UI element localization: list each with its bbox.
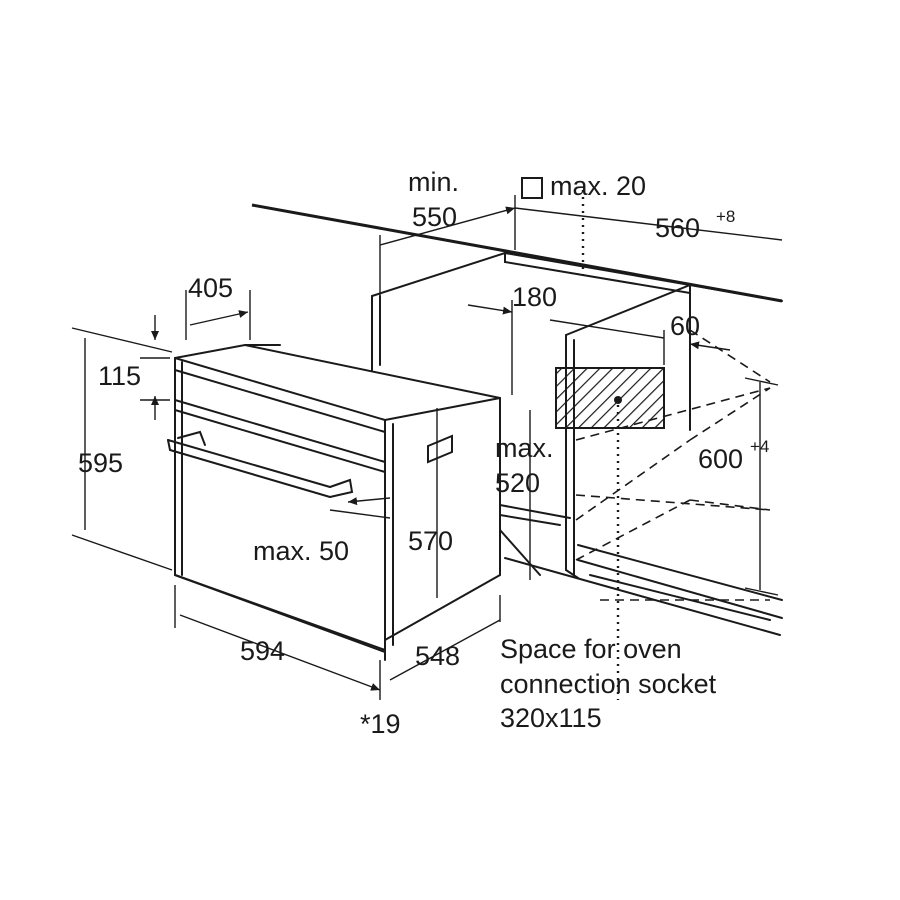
dimension-labels: min. 550 max. 20 560 +8 405 180 60 115 5… (78, 167, 769, 739)
label-115: 115 (98, 361, 141, 391)
socket-area (555, 190, 665, 700)
square-symbol (521, 177, 543, 199)
label-60: 60 (670, 311, 700, 341)
oven-body (167, 343, 501, 661)
label-405: 405 (188, 273, 233, 303)
socket-note-line-2: connection socket (500, 669, 717, 699)
label-180: 180 (512, 282, 557, 312)
label-min: min. (408, 167, 459, 197)
label-600: 600 (698, 444, 743, 474)
label-594: 594 (240, 636, 285, 666)
label-max: max. (495, 433, 554, 463)
label-max-20: max. 20 (550, 171, 646, 201)
label-19: *19 (360, 709, 401, 739)
label-550: 550 (412, 202, 457, 232)
label-595: 595 (78, 448, 123, 478)
dimension-lines (71, 195, 783, 700)
socket-note-line-1: Space for oven (500, 634, 682, 664)
socket-note: Space for oven connection socket 320x115 (500, 634, 717, 733)
label-max-50: max. 50 (253, 536, 349, 566)
label-570: 570 (408, 526, 453, 556)
label-560-tolerance: +8 (716, 207, 735, 226)
label-560: 560 (655, 213, 700, 243)
socket-note-line-3: 320x115 (500, 703, 602, 733)
label-548: 548 (415, 641, 460, 671)
niche-dashed-lines (575, 329, 771, 601)
cabinet-outline (251, 203, 783, 636)
label-520: 520 (495, 468, 540, 498)
label-600-tolerance: +4 (750, 437, 769, 456)
